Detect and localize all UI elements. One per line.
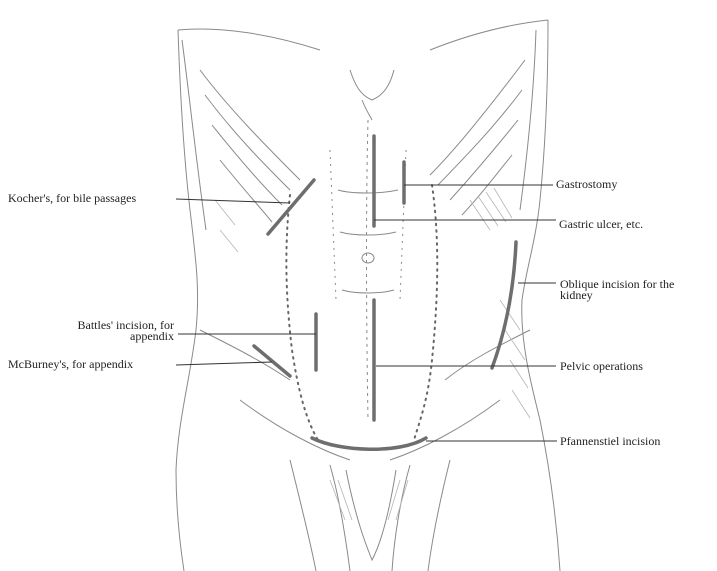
label-kidney-line2: kidney [560, 290, 674, 301]
dotted-outline-left [286, 195, 318, 440]
incisions [254, 136, 516, 449]
label-gastrostomy: Gastrostomy [556, 179, 617, 190]
label-gastric-ulcer: Gastric ulcer, etc. [559, 219, 643, 230]
label-pelvic: Pelvic operations [560, 361, 643, 372]
label-mcburney: McBurney's, for appendix [8, 359, 133, 370]
leader-mcburney [176, 362, 272, 365]
kidney-oblique-incision [492, 242, 516, 368]
leader-lines [176, 185, 557, 441]
label-pfannenstiel: Pfannenstiel incision [560, 436, 660, 447]
torso-outline [176, 20, 560, 571]
kocher-incision [268, 180, 314, 234]
label-battles-line2: appendix [30, 331, 174, 342]
label-kocher: Kocher's, for bile passages [8, 193, 136, 204]
pfannenstiel-incision [312, 438, 426, 449]
leader-kocher [176, 199, 290, 203]
label-battles: Battles' incision, for appendix [30, 320, 174, 342]
dotted-outline-right [414, 185, 437, 440]
label-kidney: Oblique incision for the kidney [560, 279, 674, 301]
